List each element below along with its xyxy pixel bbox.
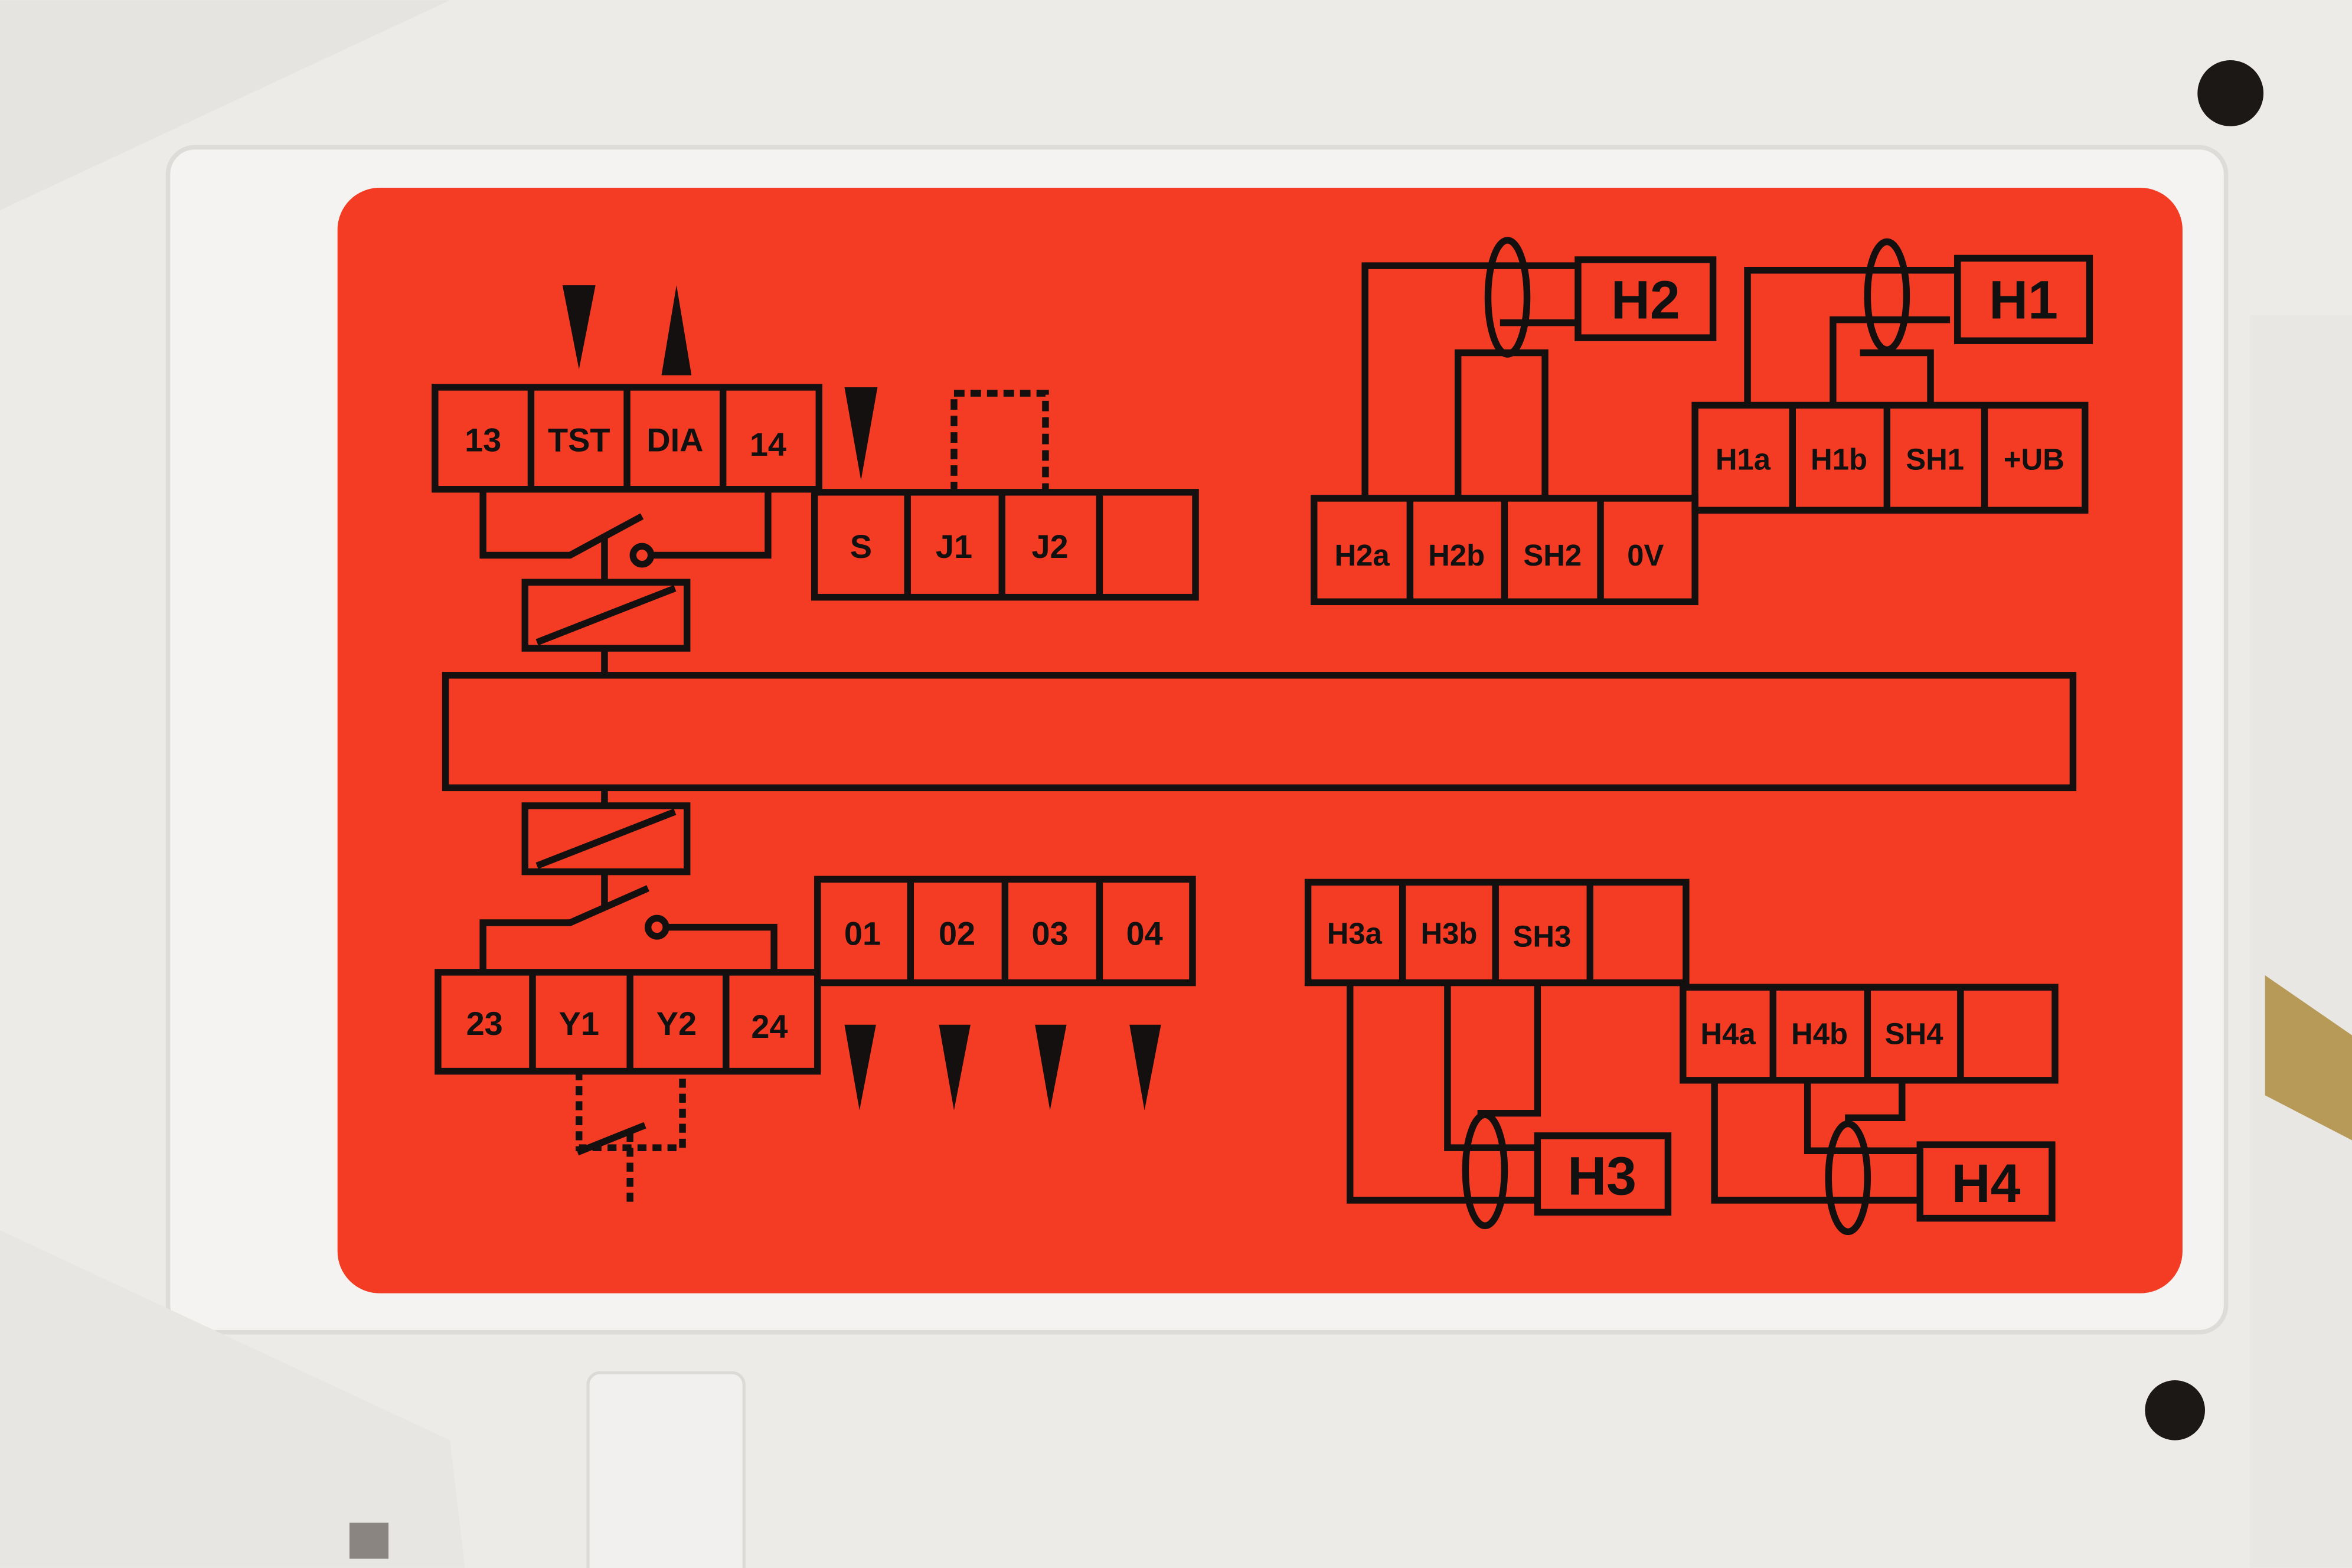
terminal-label: H3a	[1327, 916, 1383, 950]
arrow-down-icon	[939, 1024, 971, 1110]
terminal-label: H1a	[1716, 442, 1771, 476]
terminal-label: 13	[465, 421, 501, 458]
sensor-h3-wiring: H3	[1347, 982, 1672, 1229]
bus-bar	[442, 672, 2077, 792]
terminal-label: H2b	[1428, 538, 1485, 572]
terminal-label: 02	[939, 914, 975, 952]
sensor-label-h4: H4	[1952, 1154, 2021, 1214]
terminal-label: 03	[1031, 914, 1068, 952]
jumper-bridge	[950, 390, 1049, 492]
terminal-label: H4b	[1791, 1017, 1848, 1051]
mounting-hole-bottom	[2145, 1380, 2205, 1440]
arrow-down-icon	[1129, 1024, 1161, 1110]
terminal-label: Y1	[559, 1005, 599, 1042]
terminal-label: SH1	[1906, 442, 1964, 476]
terminal-label: SH3	[1513, 919, 1572, 953]
terminal-label: 23	[466, 1005, 503, 1042]
terminal-label: Y2	[656, 1005, 697, 1042]
relay-contact-bottom	[479, 788, 778, 1208]
sensor-label-h2: H2	[1611, 270, 1680, 331]
terminal-label: S	[850, 528, 872, 565]
arrow-down-icon	[1035, 1024, 1067, 1110]
terminal-block-top-left: 13 TST DIA 14	[432, 384, 823, 493]
terminal-label: TST	[548, 421, 610, 458]
terminal-label: H2a	[1334, 538, 1390, 572]
terminal-label: J1	[936, 528, 972, 565]
arrow-up-icon	[661, 285, 692, 375]
terminal-label: H4a	[1700, 1017, 1756, 1051]
arrow-down-icon	[562, 285, 596, 370]
arrow-down-icon	[844, 387, 878, 481]
terminal-label: 04	[1126, 914, 1163, 952]
terminal-label: 0V	[1627, 538, 1664, 572]
terminal-block-bottom-mid: 01 02 03 04	[814, 876, 1196, 986]
terminal-label: 24	[751, 1008, 788, 1045]
arrow-down-icon	[844, 1024, 876, 1110]
terminal-block-top-mid: S J1 J2	[811, 489, 1199, 601]
terminal-label: SH2	[1523, 538, 1582, 572]
terminal-label: DIA	[646, 421, 703, 458]
sensor-h1-wiring: H1	[1744, 238, 2093, 406]
metal-clip	[2265, 975, 2352, 1141]
terminal-label: SH4	[1885, 1017, 1943, 1051]
sensor-h4-wiring: H4	[1711, 1080, 2056, 1236]
terminal-label: J2	[1031, 528, 1068, 565]
terminal-label: H1b	[1811, 442, 1867, 476]
terminal-block-h1: H1a H1b SH1 +UB	[1691, 401, 2089, 514]
mounting-hole-top	[2197, 60, 2264, 126]
housing-side-panel	[0, 1230, 465, 1568]
terminal-block-h3: H3a H3b SH3	[1304, 878, 1690, 986]
wiring-label	[337, 188, 2183, 1293]
side-mount	[2250, 315, 2352, 1568]
sensor-label-h3: H3	[1567, 1146, 1636, 1206]
embossed-marking	[586, 1371, 746, 1568]
terminal-label: 01	[844, 914, 881, 952]
terminal-label: H3b	[1420, 916, 1477, 950]
terminal-block-h4: H4a H4b SH4	[1680, 984, 2059, 1084]
sensor-label-h1: H1	[1989, 270, 2058, 331]
terminal-block-h2: H2a H2b SH2 0V	[1311, 495, 1698, 606]
terminal-block-bottom-left: 23 Y1 Y2 24	[435, 969, 821, 1075]
terminal-label: 14	[750, 426, 786, 463]
housing-slot	[349, 1523, 389, 1559]
sensor-h2-wiring: H2	[1361, 237, 1717, 498]
terminal-label: +UB	[2004, 442, 2064, 476]
relay-contact-top	[479, 489, 772, 675]
